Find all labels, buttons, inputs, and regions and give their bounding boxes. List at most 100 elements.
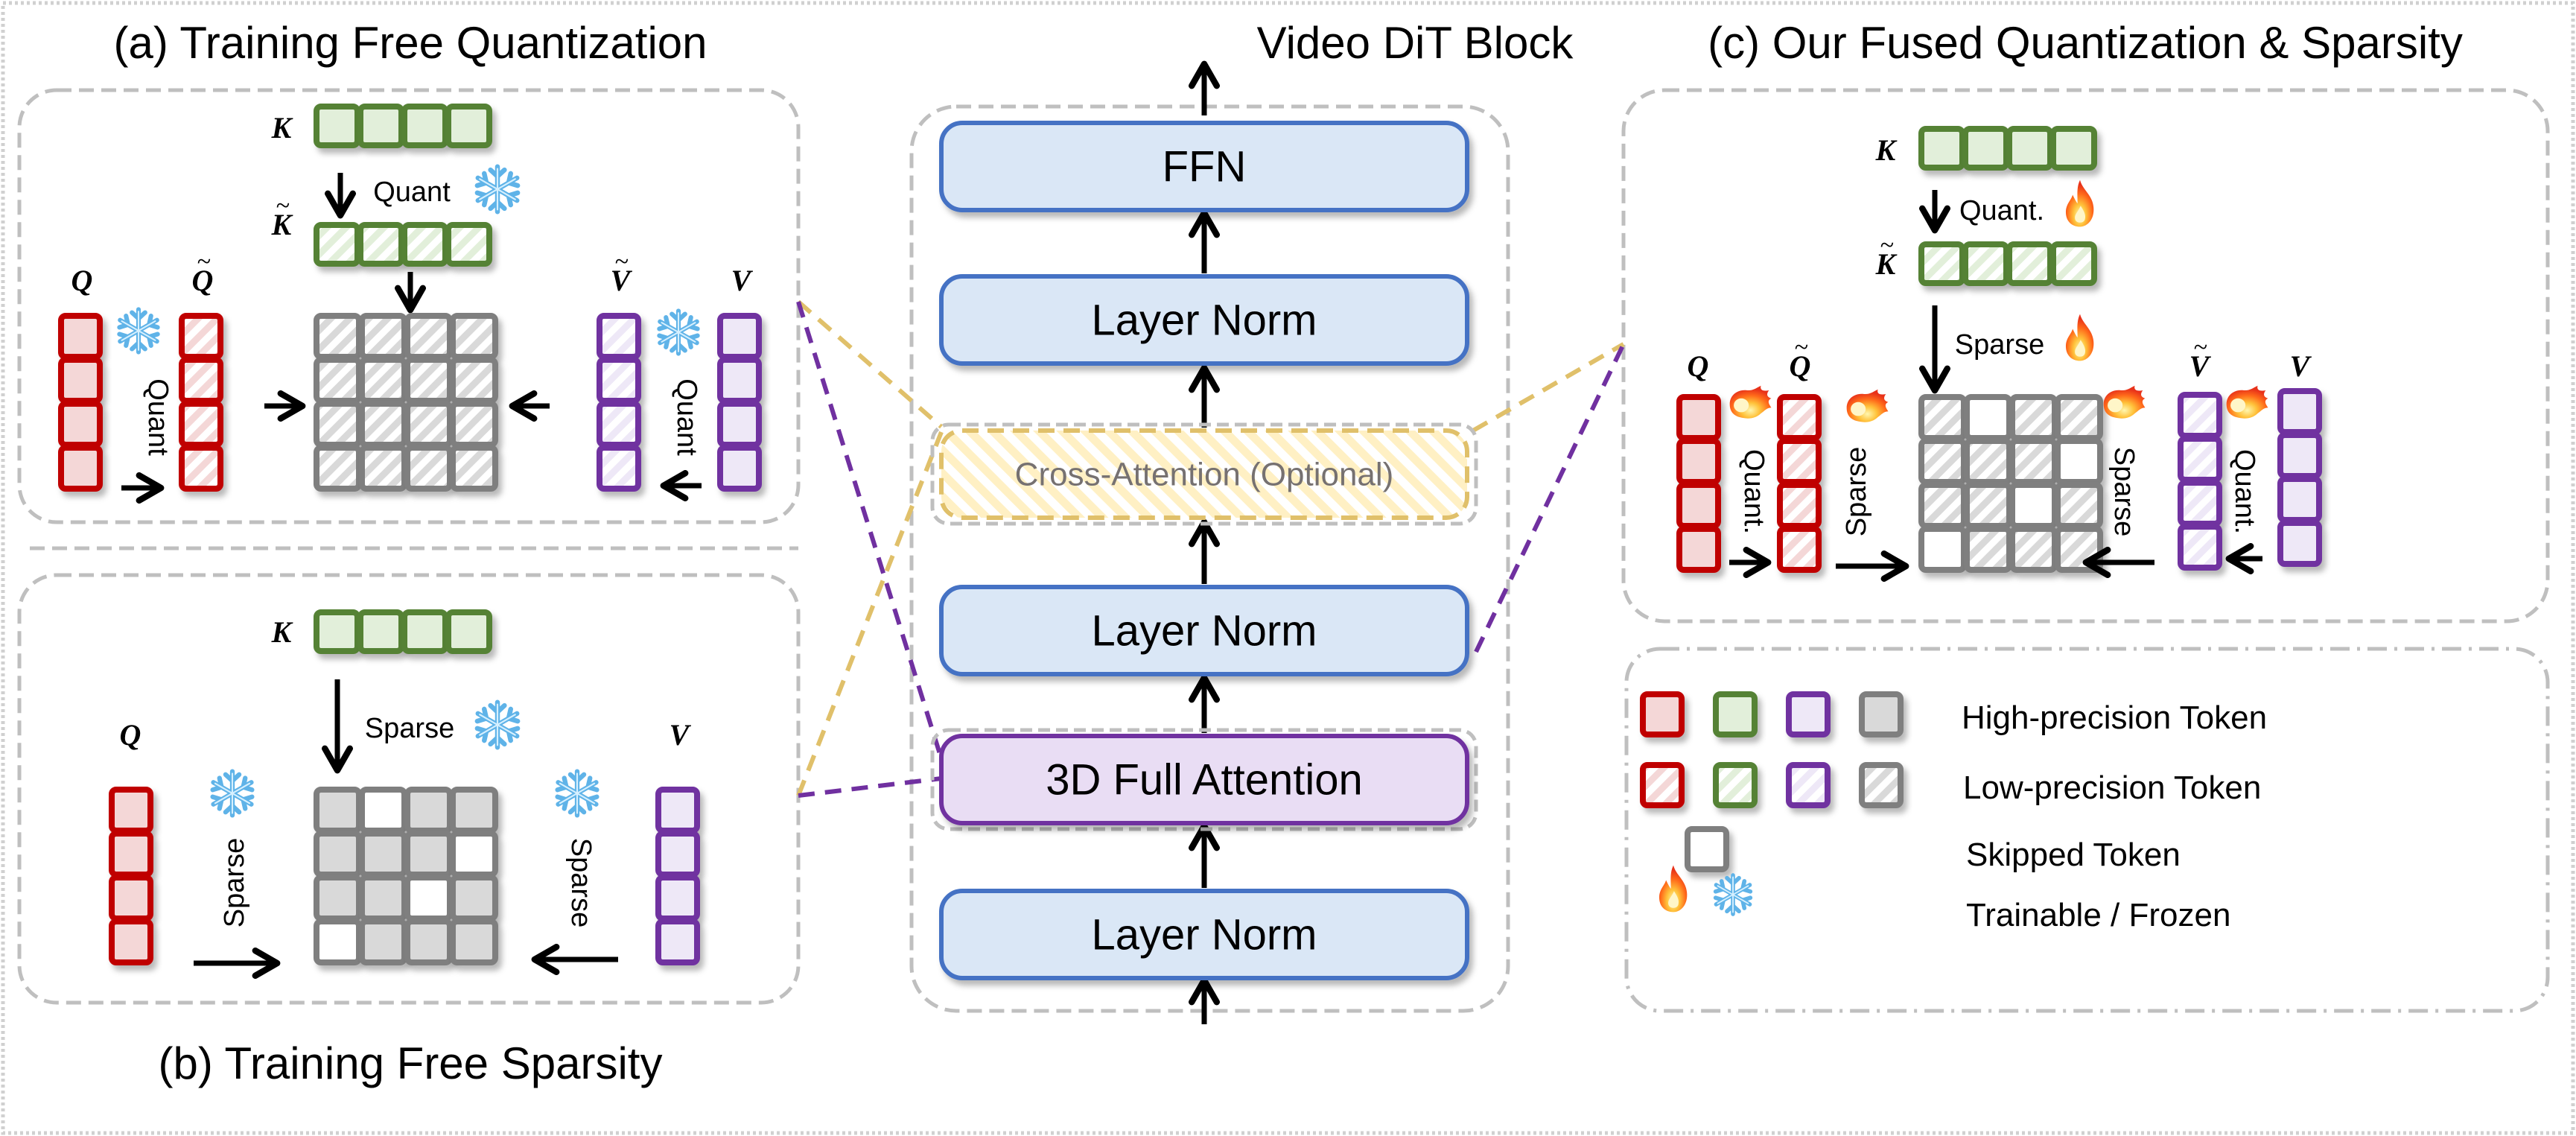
legend-frame <box>1624 647 2550 1013</box>
k-tokens <box>1918 126 2097 171</box>
legend-skipped-label: Skipped Token <box>1966 837 2181 873</box>
dit-block-frame <box>909 104 1510 1013</box>
token <box>1676 526 1721 573</box>
token <box>314 104 360 148</box>
attention-cell <box>2009 394 2058 441</box>
token <box>2277 476 2322 523</box>
token <box>1962 126 2009 171</box>
v-tokens <box>2277 388 2322 567</box>
v-tilde-symbol-tilde: ~ <box>615 248 629 276</box>
legend-high-precision-label: High-precision Token <box>1962 699 2267 736</box>
legend-high-precision-swatch <box>1786 691 1831 737</box>
v-tilde-tokens <box>597 313 641 492</box>
attention-cell <box>314 401 362 448</box>
q-symbol: Q <box>120 718 141 752</box>
attention-cell <box>404 918 453 965</box>
token <box>2006 241 2053 286</box>
q-symbol: Q <box>1688 349 1709 383</box>
token <box>2277 520 2322 567</box>
token <box>2277 388 2322 435</box>
block-label-full-attention: 3D Full Attention <box>1046 756 1363 805</box>
attention-cell-skipped <box>1918 526 1967 573</box>
fire-icon <box>2226 385 2268 419</box>
token <box>58 357 103 404</box>
snowflake-icon <box>210 772 255 816</box>
optional-frame <box>930 422 1478 526</box>
legend-low-precision-label: Low-precision Token <box>1963 770 2261 806</box>
block-full-attention <box>939 734 1469 825</box>
token <box>1777 438 1822 485</box>
q-tilde-tokens <box>1777 394 1822 573</box>
q-tilde-symbol-tilde: ~ <box>197 248 211 276</box>
fire-icon <box>2103 385 2146 419</box>
token <box>58 445 103 492</box>
connector-c-to-full-attention <box>1474 343 1626 653</box>
block-label-cross-attention: Cross-Attention (Optional) <box>1015 457 1394 493</box>
block-layer-norm-3 <box>939 889 1469 980</box>
legend-low-precision-swatch <box>1786 762 1831 808</box>
token <box>357 104 404 148</box>
token <box>597 445 641 492</box>
token <box>445 222 492 267</box>
q-tilde-symbol: Q <box>192 264 214 297</box>
token <box>2178 436 2222 483</box>
dit-block-title: Video DiT Block <box>1257 18 1574 68</box>
attention-cell <box>1918 394 1967 441</box>
token <box>314 222 360 267</box>
token <box>109 787 153 834</box>
attention-cell <box>1964 526 2012 573</box>
token <box>357 222 404 267</box>
attention-cell <box>1918 438 1967 485</box>
attention-cell <box>314 357 362 404</box>
v-symbol: V <box>2290 349 2312 383</box>
attention-cell <box>1964 438 2012 485</box>
token <box>2006 126 2053 171</box>
k-tilde-symbol-tilde: ~ <box>276 192 290 220</box>
v-op-label: Sparse <box>565 838 597 927</box>
v-op-label: Quant <box>671 378 702 456</box>
attention-cell <box>404 787 453 834</box>
block-label-layer-norm-2: Layer Norm <box>1092 607 1317 656</box>
fire-icon <box>1846 389 1889 422</box>
token <box>179 313 223 360</box>
attention-cell <box>359 445 407 492</box>
k-symbol: K <box>271 615 293 649</box>
legend-high-precision-swatch <box>1640 691 1685 737</box>
attention-cell-skipped <box>2055 438 2103 485</box>
block-label-ffn: FFN <box>1163 143 1247 191</box>
token <box>401 104 448 148</box>
v-tilde-tokens <box>2178 392 2222 571</box>
attention-cell <box>2009 438 2058 485</box>
attention-cell <box>1964 482 2012 529</box>
attention-cell-skipped <box>359 787 407 834</box>
token <box>2277 432 2322 479</box>
token <box>717 313 762 360</box>
panel-c-frame <box>1621 88 2550 623</box>
token <box>179 401 223 448</box>
v-quant-label: Quant. <box>2229 449 2260 534</box>
q-tokens <box>1676 394 1721 573</box>
attention-cell <box>359 401 407 448</box>
legend-low-precision-swatch <box>1640 762 1685 808</box>
token <box>655 918 700 965</box>
connector-c-to-cross-attention <box>1472 342 1625 433</box>
attention-cell <box>450 918 498 965</box>
k-tilde-tokens <box>314 222 492 267</box>
attention-matrix <box>314 313 498 492</box>
token <box>58 313 103 360</box>
token <box>655 787 700 834</box>
v-tokens <box>717 313 762 492</box>
panel-b-title: (b) Training Free Sparsity <box>159 1038 663 1088</box>
attention-cell <box>450 313 498 360</box>
attention-cell-skipped <box>314 918 362 965</box>
v-tilde-symbol-tilde: ~ <box>2194 334 2207 361</box>
token <box>109 918 153 965</box>
token <box>597 313 641 360</box>
connector-a-to-cross-attention <box>797 299 943 429</box>
token <box>109 875 153 921</box>
token <box>445 104 492 148</box>
legend-high-precision-swatch <box>1713 691 1758 737</box>
k-tilde-tokens <box>1918 241 2097 286</box>
